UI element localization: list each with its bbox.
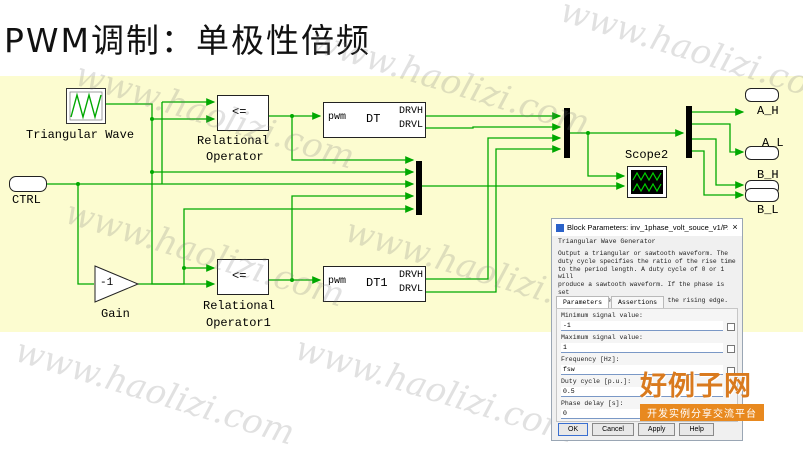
gain-block[interactable] [94,265,140,303]
dialog-titlebar[interactable]: Block Parameters: inv_1phase_volt_souce_… [552,219,742,236]
out-label-a-l: A_L [762,136,784,150]
param-checkbox[interactable] [727,345,735,353]
description-line: duty cycle specifies the ratio of the ri… [558,257,736,265]
ok-button[interactable]: OK [558,423,589,436]
dt1-out-drvl: DRVL [398,284,423,295]
dt-out-drvh: DRVH [398,106,423,117]
param-checkbox[interactable] [727,323,735,331]
minimum-signal-input[interactable]: -1 [561,321,723,331]
dt-out-drvl: DRVL [398,120,423,131]
dt1-in-port: pwm [328,276,347,287]
dt-name: DT [366,112,381,126]
out-port-a-h[interactable] [745,88,779,102]
relop1-label-2: Operator1 [206,316,271,330]
description-line: Output a triangular or sawtooth waveform… [558,250,729,257]
out-label-b-l: B_L [757,203,779,217]
demux-bar[interactable] [686,106,692,158]
site-logo: 好例子网 开发实例分享交流平台 [640,372,764,421]
apply-button[interactable]: Apply [637,423,676,436]
param-label: Frequency [Hz]: [561,356,620,363]
dead-time1-block[interactable]: pwm DT1 DRVH DRVL [323,266,426,302]
maximum-signal-input[interactable]: 1 [561,343,723,353]
param-checkbox[interactable] [727,367,735,375]
block-diagram [46,98,745,293]
triangular-wave-block[interactable] [66,88,106,124]
tab-parameters[interactable]: Parameters [556,296,610,308]
dialog-tabs: Parameters Assertions [556,296,666,308]
tab-assertions[interactable]: Assertions [611,296,665,308]
dialog-buttons: OK Cancel Apply Help [558,423,718,436]
dt1-name: DT1 [366,276,388,290]
out-port-a-l[interactable] [745,146,779,160]
description-line: produce a sawtooth waveform. If the phas… [558,281,725,296]
cancel-button[interactable]: Cancel [592,423,634,436]
mux-bar-2[interactable] [564,108,570,158]
param-label: Maximum signal value: [561,334,643,341]
param-label: Phase delay [s]: [561,400,624,407]
help-button[interactable]: Help [679,423,714,436]
scope-waveform-icon [631,170,663,194]
scope-block[interactable] [627,166,667,198]
mux-bar-1[interactable] [416,161,422,215]
out-port-b-l[interactable] [745,188,779,202]
relational-operator1-block[interactable]: <= [217,259,269,295]
block-type-name: Triangular Wave Generator [558,238,656,245]
ctrl-label: CTRL [12,193,41,207]
gain-value: -1 [100,277,114,289]
dialog-title: Block Parameters: inv_1phase_volt_souce_… [567,223,728,232]
frequency-input[interactable]: fsw [561,365,723,375]
relop1-label-1: Relational [203,299,276,313]
scope-label: Scope2 [625,148,669,162]
dt-in-port: pwm [328,112,347,123]
description-line: to the period length. A duty cycle of 0 … [558,265,725,281]
gain-label: Gain [101,307,130,321]
ctrl-port[interactable] [9,176,47,192]
param-label: Duty cycle [p.u.]: [561,378,632,385]
dt1-out-drvh: DRVH [398,270,423,281]
logo-sub-text: 开发实例分享交流平台 [640,404,764,421]
triangular-wave-label: Triangular Wave [26,128,135,142]
relop1-symbol: <= [232,269,247,283]
logo-main-text: 好例子网 [640,371,752,402]
slide-title: PWM调制：单极性倍频 [4,21,372,60]
out-label-a-h: A_H [757,104,779,118]
block-parameters-dialog: Block Parameters: inv_1phase_volt_souce_… [551,218,743,441]
relational-operator-block[interactable]: <= [217,95,269,131]
app-icon [556,223,564,232]
triangle-wave-icon [69,91,103,121]
close-icon[interactable]: × [732,222,738,232]
relop-label-2: Operator [206,150,264,164]
relop-symbol: <= [232,105,247,119]
duty-cycle-input[interactable]: 0.5 [561,387,723,397]
relop-label-1: Relational [197,134,270,148]
dead-time-block[interactable]: pwm DT DRVH DRVL [323,102,426,138]
out-label-b-h: B_H [757,168,779,182]
param-label: Minimum signal value: [561,312,643,319]
